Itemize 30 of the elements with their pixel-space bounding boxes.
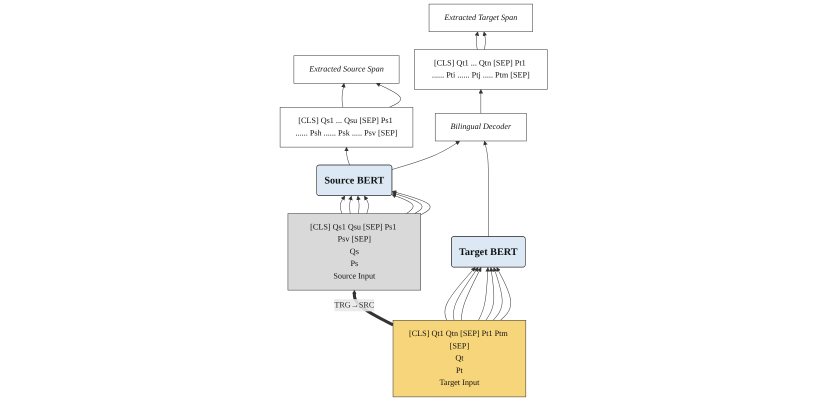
arrow	[344, 146, 350, 166]
arrow	[392, 140, 460, 170]
arrow	[376, 82, 402, 108]
arrow	[461, 267, 482, 321]
arrow	[364, 196, 370, 214]
node-box: Extracted Target Span	[429, 4, 534, 32]
edge-label: TRG→SRC	[334, 300, 375, 310]
arrow	[496, 267, 512, 321]
arrow	[392, 190, 431, 216]
arrow	[348, 196, 353, 214]
arrow	[486, 267, 494, 321]
node-box: Bilingual Decoder	[435, 113, 528, 142]
arrow	[392, 192, 423, 214]
arrow	[478, 267, 490, 321]
arrow	[341, 83, 346, 108]
arrow	[340, 196, 346, 214]
arrow	[493, 267, 503, 321]
node-box: [CLS] Qs1 Qsu [SEP] Ps1 Psv [SEP] Qs Ps Source Input	[288, 213, 422, 290]
node-box: Extracted Source Span	[294, 55, 400, 84]
node-box: [CLS] Qt1 Qtn [SEP] Pt1 Ptm [SEP] Qt Pt Target Input	[393, 320, 526, 398]
arrow	[356, 196, 362, 214]
arrow	[484, 140, 490, 238]
arrow	[482, 31, 488, 50]
node-box: [CLS] Qt1 ... Qtn [SEP] Pt1 ...... Pti ...... Ptj ..... Ptm [SEP]	[414, 49, 548, 90]
arrow	[478, 89, 484, 114]
arrow	[444, 267, 476, 321]
arrow	[453, 267, 479, 321]
arrow	[392, 194, 414, 214]
arrow	[474, 31, 480, 50]
node-box: [CLS] Qs1 ... Qsu [SEP] Ps1 ...... Psh ...... Psk ..... Psv [SEP]	[280, 107, 414, 148]
